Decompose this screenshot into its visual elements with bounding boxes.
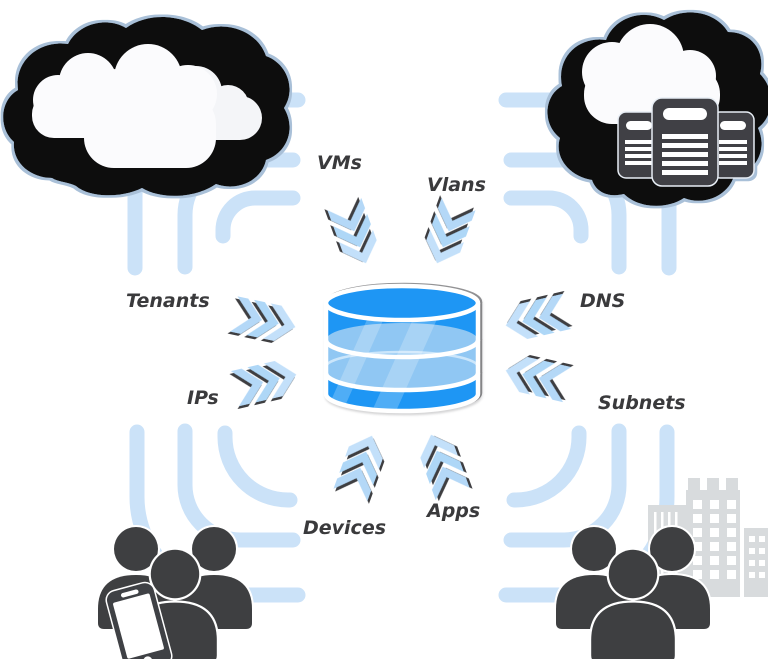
label-tenants: Tenants [126,290,210,312]
arrow-dns [502,294,571,343]
server-tower-left [617,111,661,179]
arrow-tenants [230,296,299,344]
label-ips: IPs [187,387,219,409]
server-tower-right [711,111,755,179]
arrow-subnets [502,353,571,402]
label-subnets: Subnets [598,392,686,414]
database-icon [323,283,481,414]
arrow-vlans [420,198,475,270]
cloud-icon-top-left [3,16,290,196]
building-small [744,528,768,597]
label-dns: DNS [580,290,626,312]
users-group-icon-bottom-right [554,525,712,659]
white-cloud [582,24,720,124]
arrow-vms [327,198,382,270]
white-cloud-front [83,44,217,168]
server-tower-center [651,97,719,187]
label-devices: Devices [303,517,387,539]
label-vlans: Vlans [427,174,486,196]
smartphone-icon [105,581,173,659]
arrow-devices [333,430,388,502]
arrow-ips [231,357,300,406]
arrow-apps [414,429,469,501]
servers-icon [617,97,755,187]
label-apps: Apps [427,500,481,522]
label-vms: VMs [317,152,362,174]
cloud-icon-top-right [547,12,768,206]
person [588,547,678,659]
